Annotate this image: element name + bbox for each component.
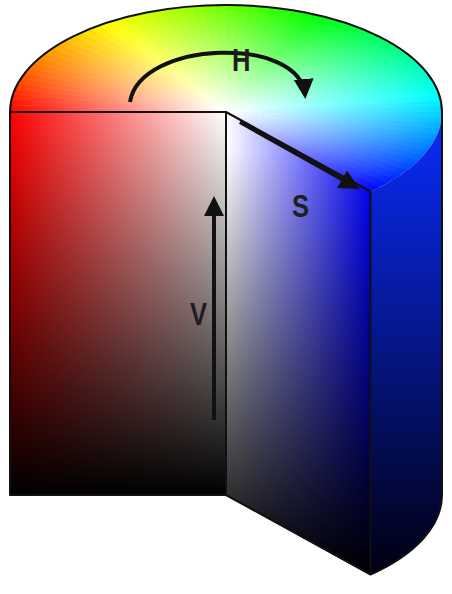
hue-arrow (130, 53, 305, 102)
outline (10, 5, 442, 575)
blue-face (226, 112, 371, 575)
red-face (10, 112, 226, 495)
blue-face-shade (226, 112, 371, 575)
red-face-shade (10, 112, 226, 495)
value-arrow (212, 200, 216, 420)
outline-body (10, 5, 442, 575)
saturation-label: S (292, 190, 309, 222)
hue-label: H (232, 44, 250, 76)
outline-cut (10, 112, 371, 575)
value-label: V (190, 298, 207, 330)
outer-side (371, 112, 443, 575)
saturation-arrow (240, 122, 356, 187)
